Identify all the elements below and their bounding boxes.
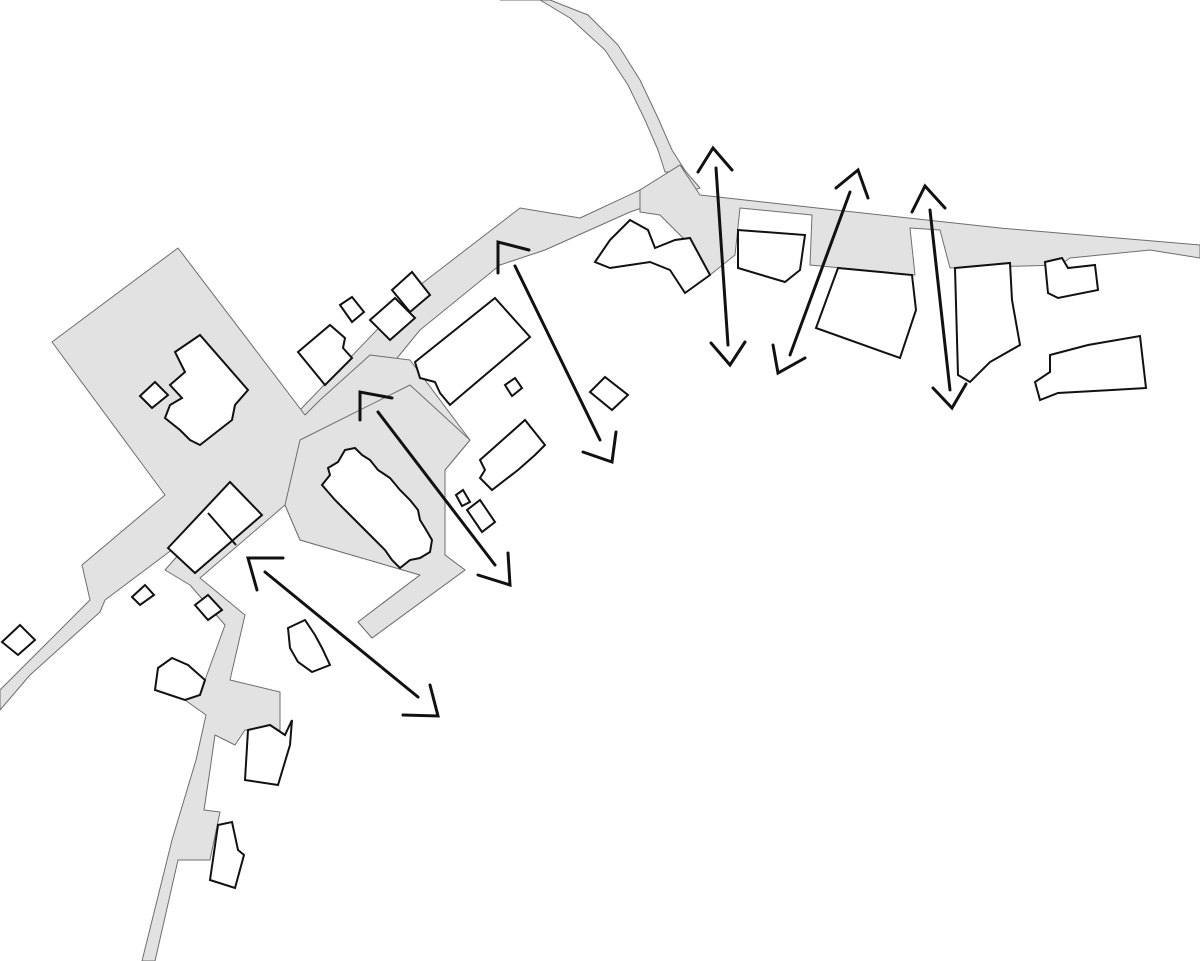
east-street [639, 164, 1200, 276]
building-east-2 [737, 228, 807, 284]
arrow-5-head-north [834, 167, 870, 200]
movement-arrow-4 [696, 145, 747, 368]
arrow-3-shaft [263, 570, 420, 699]
building-west-square-large [163, 333, 250, 447]
arrow-1-shaft [513, 264, 602, 442]
movement-arrow-3 [246, 556, 440, 718]
building-sw-2 [193, 593, 224, 622]
building-sw-edge [0, 623, 37, 657]
church [320, 446, 434, 570]
arrow-6-shaft [928, 208, 952, 392]
building-small-church-1 [454, 488, 472, 508]
movement-arrow-2 [358, 390, 512, 588]
arrows-layer [246, 145, 968, 718]
building-south-3 [243, 719, 293, 787]
building-nw-1 [296, 323, 354, 387]
building-west-square-small [138, 380, 170, 410]
arrow-4-head-north [696, 145, 734, 174]
building-south-1 [286, 618, 332, 674]
movement-arrow-1 [496, 240, 618, 465]
building-small-square-2 [588, 375, 630, 412]
arrow-2-head-north [358, 390, 394, 422]
arrow-4-head-south [709, 340, 747, 368]
building-south-4 [208, 820, 246, 890]
building-small-church-2 [465, 498, 497, 534]
building-east-5 [1043, 256, 1100, 300]
building-double-divider [207, 512, 237, 546]
building-east-6 [1033, 334, 1148, 402]
building-sw-1 [130, 583, 156, 607]
building-nw-3 [368, 296, 417, 342]
building-nw-4 [390, 270, 432, 314]
building-long-main-street [413, 296, 532, 407]
building-east-4 [953, 261, 1022, 384]
arrow-1-head-south [581, 430, 618, 465]
arrow-3-head-north [246, 556, 285, 592]
north-road [499, 0, 687, 173]
arrow-1-head-north [496, 240, 531, 275]
arrow-5-shaft [788, 190, 852, 357]
building-east-junction-1 [593, 218, 712, 295]
building-double-west [166, 480, 264, 575]
movement-arrow-6 [910, 183, 968, 411]
buildings-layer [0, 218, 1148, 890]
arrow-2-shaft [376, 410, 497, 567]
building-small-square-1 [503, 376, 524, 398]
arrow-4-shaft [714, 166, 730, 347]
arrow-6-head-south [931, 382, 968, 411]
arrow-5-head-south [771, 343, 807, 376]
arrow-2-head-south [476, 551, 512, 588]
arrow-3-head-south [401, 683, 440, 718]
building-near-church [478, 418, 547, 492]
building-south-2 [153, 656, 207, 702]
building-nw-2 [338, 295, 366, 324]
movement-arrow-5 [771, 167, 870, 376]
building-east-3 [814, 266, 918, 360]
arrow-6-head-north [910, 183, 947, 214]
